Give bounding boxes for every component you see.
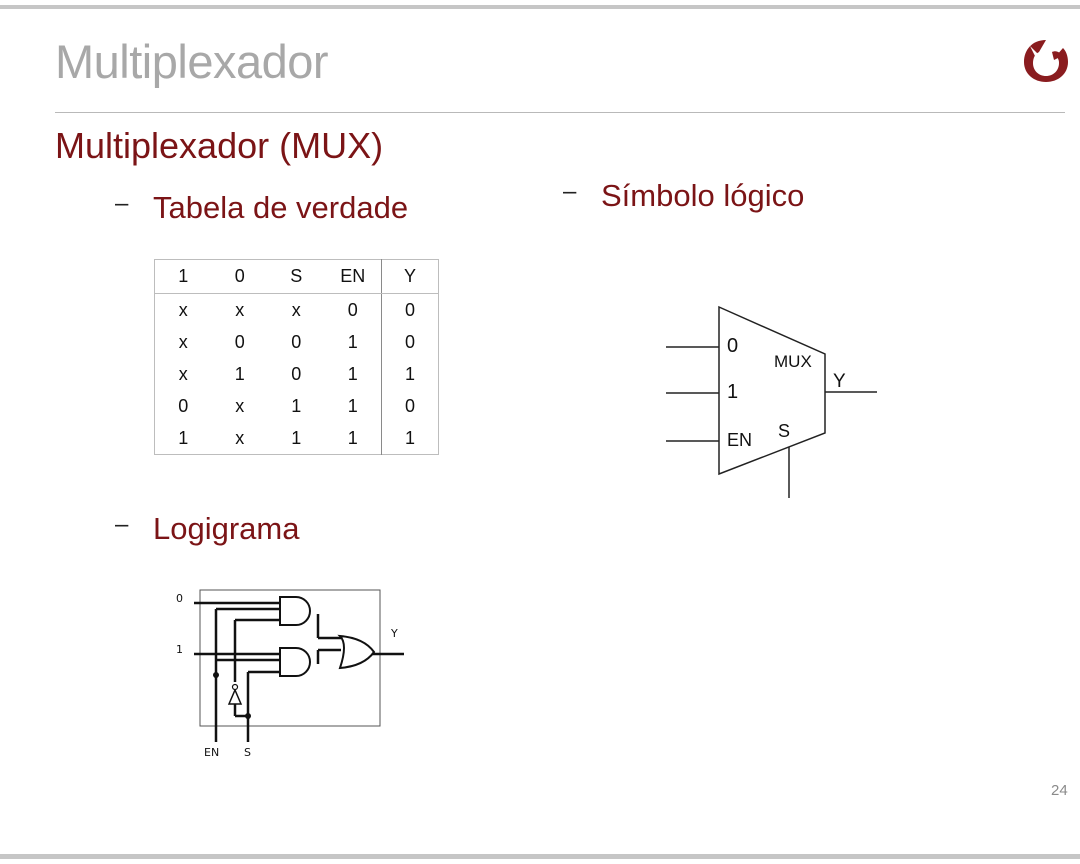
table-row: 0 x 1 1 0 [155,390,439,422]
table-cell: 1 [381,358,439,390]
column-header: S [268,259,325,294]
bullet-dash: – [115,190,129,217]
and-gate-lower [279,647,311,677]
table-cell: 1 [347,331,358,352]
table-cell: 1 [347,395,358,416]
logigram-input-1-label: 1 [176,643,183,656]
mux-logic-symbol: 0 1 EN MUX Y S [666,305,877,498]
symbol-input-1-label: 1 [727,381,738,403]
bottom-rule [0,854,1080,859]
column-header: 1 [154,259,212,294]
table-cell: x [235,427,245,448]
table-row: x 0 0 1 0 [155,326,439,358]
logigram-en-label: EN [204,746,219,759]
table-cell: x [178,299,188,320]
table-cell: 0 [178,395,189,416]
bullet-label: Tabela de verdade [153,190,409,225]
table-cell: 1 [381,422,439,455]
university-logo-icon [1024,40,1068,82]
slide-title: Multiplexador [55,35,329,88]
table-cell: x [178,363,188,384]
bullet-truth-table: – Tabela de verdade [115,190,409,226]
symbol-mux-label: MUX [774,352,812,371]
logigram-input-0-label: 0 [176,592,183,605]
table-cell: 0 [381,326,439,358]
table-cell: 1 [347,427,358,448]
or-gate [337,634,376,670]
truth-table: 1 0 S EN Y x x x 0 0 x 0 0 1 0 x 1 0 1 1 [154,259,439,455]
top-rule [0,5,1080,9]
page-number: 24 [1051,782,1068,799]
bullet-dash: – [115,511,129,538]
not-gate-bubble [231,683,239,691]
table-cell: 1 [291,427,302,448]
table-cell: 1 [291,395,302,416]
column-header: 0 [211,259,268,294]
mux-logigram: 0 1 Y EN S [176,589,404,759]
logigram-output-label: Y [390,627,398,640]
not-gate [227,688,243,705]
column-header: Y [381,259,439,294]
table-cell: 1 [234,363,245,384]
symbol-output-label: Y [833,371,846,392]
symbol-select-label: S [778,421,790,441]
circuit-boundary [199,589,381,727]
junction-dot [245,713,251,719]
table-cell: x [235,299,245,320]
column-header: EN [324,259,382,294]
bullet-dash: – [563,178,577,205]
table-cell: 1 [347,363,358,384]
logigram-s-label: S [244,746,251,759]
bullet-label: Símbolo lógico [601,178,805,213]
table-row: x 1 0 1 1 [155,358,439,390]
mux-block-outline [718,305,826,476]
table-cell: 0 [291,331,302,352]
table-cell: 0 [291,363,302,384]
bullet-logigram: – Logigrama [115,511,300,547]
table-cell: x [291,299,301,320]
table-header-row: 1 0 S EN Y [154,259,439,294]
table-row: 1 x 1 1 1 [155,422,439,455]
title-divider [55,112,1065,113]
bullet-logic-symbol: – Símbolo lógico [563,178,805,214]
table-cell: 0 [381,293,439,326]
table-cell: x [235,395,245,416]
table-cell: 1 [178,427,189,448]
junction-dot [213,672,219,678]
table-row: x x x 0 0 [155,293,439,326]
table-cell: 0 [381,390,439,422]
bullet-label: Logigrama [153,511,300,546]
symbol-en-label: EN [727,430,752,450]
section-heading: Multiplexador (MUX) [55,125,384,166]
table-cell: 0 [347,299,358,320]
symbol-input-0-label: 0 [727,335,738,357]
table-cell: x [178,331,188,352]
table-cell: 0 [234,331,245,352]
and-gate-upper [279,596,311,626]
